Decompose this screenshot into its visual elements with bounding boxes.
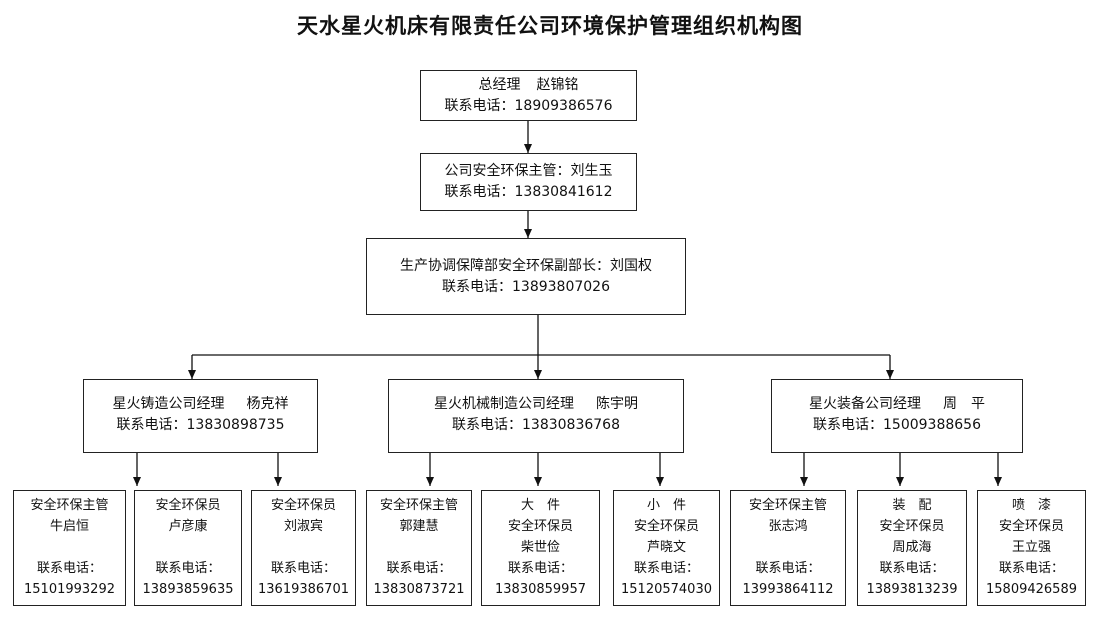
phone-number: 15120574030 bbox=[621, 582, 712, 597]
phone-label: 联系电话： bbox=[442, 279, 512, 295]
staff-line: 安全环保员 bbox=[879, 519, 945, 534]
phone-number: 15809426589 bbox=[986, 582, 1077, 597]
staff-line: 小 件 bbox=[646, 498, 686, 513]
phone-number: 13893859635 bbox=[142, 582, 234, 597]
person-name: 赵锦铭 bbox=[536, 77, 579, 93]
phone-label: 联系电话： bbox=[452, 417, 522, 433]
phone-label: 联系电话： bbox=[755, 561, 821, 576]
phone-label: 联系电话： bbox=[444, 184, 515, 200]
staff-line: 喷 漆 bbox=[1011, 498, 1051, 513]
staff-line: 郭建慧 bbox=[399, 519, 439, 534]
deputy-director-box: 生产协调保障部安全环保副部长：刘国权 联系电话：13893807026 bbox=[366, 238, 686, 315]
person-name: 周 平 bbox=[943, 396, 985, 412]
safety-env-director-box: 公司安全环保主管：刘生玉 联系电话：13830841612 bbox=[420, 153, 637, 211]
staff-line: 卢彦康 bbox=[168, 519, 208, 534]
staff-line: 安全环保员 bbox=[270, 498, 336, 513]
staff-line: 周成海 bbox=[892, 540, 932, 555]
phone-number: 15101993292 bbox=[24, 582, 115, 597]
staff-line: 装 配 bbox=[892, 498, 932, 513]
position-label: 生产协调保障部安全环保副部长：刘国权 bbox=[400, 258, 652, 274]
staff-box: 安全环保员 卢彦康 联系电话： 13893859635 bbox=[134, 490, 242, 606]
phone-number: 13993864112 bbox=[742, 582, 834, 597]
company-manager-box: 星火机械制造公司经理 陈宇明 联系电话：13830836768 bbox=[388, 379, 684, 453]
position-label: 星火铸造公司经理 bbox=[112, 396, 225, 412]
phone-number: 13893807026 bbox=[512, 279, 610, 295]
staff-line: 安全环保主管 bbox=[748, 498, 827, 513]
position-label: 总经理 bbox=[478, 77, 521, 93]
phone-label: 联系电话： bbox=[507, 561, 573, 576]
general-manager-box: 总经理赵锦铭 联系电话：18909386576 bbox=[420, 70, 637, 121]
phone-label: 联系电话： bbox=[116, 417, 187, 433]
phone-label: 联系电话： bbox=[36, 561, 102, 576]
staff-line: 王立强 bbox=[1011, 540, 1051, 555]
staff-line: 张志鸿 bbox=[768, 519, 808, 534]
phone-label: 联系电话： bbox=[633, 561, 699, 576]
staff-box: 喷 漆 安全环保员 王立强 联系电话： 15809426589 bbox=[977, 490, 1086, 606]
phone-label: 联系电话： bbox=[155, 561, 221, 576]
staff-line: 安全环保员 bbox=[155, 498, 221, 513]
staff-box: 小 件 安全环保员 芦晓文 联系电话： 15120574030 bbox=[613, 490, 720, 606]
staff-line: 安全环保主管 bbox=[30, 498, 109, 513]
staff-line: 柴世俭 bbox=[520, 540, 560, 555]
staff-box: 安全环保主管 牛启恒 联系电话： 15101993292 bbox=[13, 490, 126, 606]
staff-box: 装 配 安全环保员 周成海 联系电话： 13893813239 bbox=[857, 490, 967, 606]
position-label: 星火装备公司经理 bbox=[809, 396, 921, 412]
person-name: 陈宇明 bbox=[596, 396, 638, 412]
page-title: 天水星火机床有限责任公司环境保护管理组织机构图 bbox=[297, 14, 803, 38]
phone-number: 13830873721 bbox=[373, 582, 465, 597]
phone-number: 13830898735 bbox=[186, 417, 285, 433]
phone-label: 联系电话： bbox=[813, 417, 883, 433]
phone-label: 联系电话： bbox=[998, 561, 1064, 576]
position-label: 公司安全环保主管：刘生玉 bbox=[444, 163, 613, 179]
phone-number: 15009388656 bbox=[883, 417, 981, 433]
phone-number: 18909386576 bbox=[514, 98, 613, 114]
person-name: 杨克祥 bbox=[246, 396, 289, 412]
staff-line: 芦晓文 bbox=[646, 540, 686, 555]
phone-number: 13830836768 bbox=[522, 417, 620, 433]
staff-line: 牛启恒 bbox=[49, 519, 89, 534]
staff-box: 大 件 安全环保员 柴世俭 联系电话： 13830859957 bbox=[481, 490, 600, 606]
phone-label: 联系电话： bbox=[270, 561, 336, 576]
staff-line: 安全环保员 bbox=[633, 519, 699, 534]
phone-number: 13830841612 bbox=[514, 184, 613, 200]
phone-label: 联系电话： bbox=[444, 98, 515, 114]
phone-number: 13830859957 bbox=[495, 582, 586, 597]
staff-line: 安全环保员 bbox=[507, 519, 573, 534]
phone-label: 联系电话： bbox=[386, 561, 452, 576]
staff-line: 大 件 bbox=[520, 498, 560, 513]
staff-line: 安全环保主管 bbox=[379, 498, 458, 513]
staff-line: 安全环保员 bbox=[998, 519, 1064, 534]
company-manager-box: 星火装备公司经理 周 平 联系电话：15009388656 bbox=[771, 379, 1023, 453]
staff-box: 安全环保主管 张志鸿 联系电话： 13993864112 bbox=[730, 490, 846, 606]
phone-number: 13619386701 bbox=[258, 582, 349, 597]
staff-box: 安全环保员 刘淑宾 联系电话： 13619386701 bbox=[251, 490, 356, 606]
position-label: 星火机械制造公司经理 bbox=[434, 396, 574, 412]
company-manager-box: 星火铸造公司经理 杨克祥 联系电话：13830898735 bbox=[83, 379, 318, 453]
phone-number: 13893813239 bbox=[866, 582, 958, 597]
staff-box: 安全环保主管 郭建慧 联系电话： 13830873721 bbox=[366, 490, 472, 606]
staff-line: 刘淑宾 bbox=[283, 519, 323, 534]
phone-label: 联系电话： bbox=[879, 561, 945, 576]
